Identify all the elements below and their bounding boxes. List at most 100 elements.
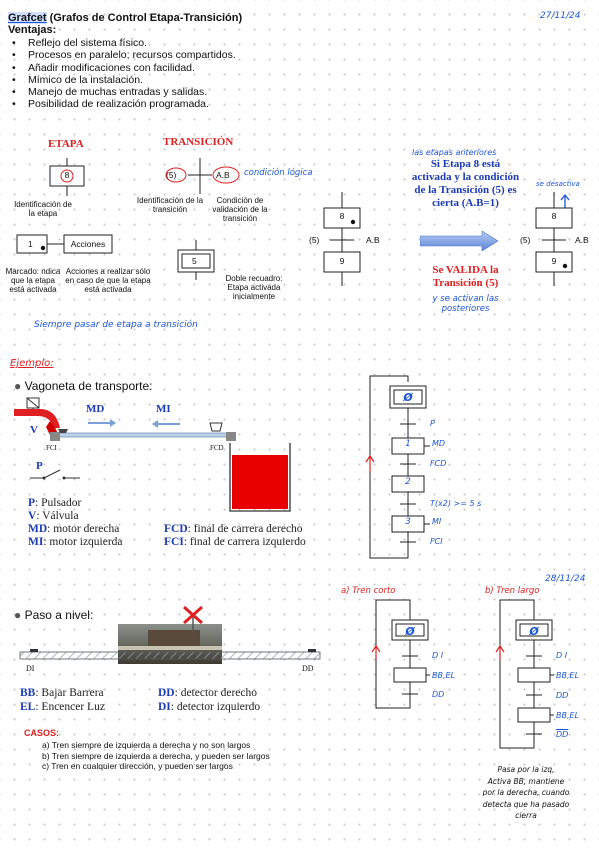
di-label: DI bbox=[26, 664, 35, 673]
handwritten-note: Pasa por la izq, Activa BB, mantiene por… bbox=[466, 764, 586, 822]
transition-number: (5) bbox=[520, 235, 531, 245]
transition-4: FCI bbox=[430, 537, 443, 546]
cond-valid-label: Condición de validación de la transición bbox=[212, 196, 268, 224]
paso-legend-right: DD: detector derecho DI: detector izquie… bbox=[158, 686, 260, 714]
fcd-label: FCD bbox=[210, 444, 224, 452]
rule-line: posteriores bbox=[441, 304, 490, 314]
legend-text: : detector izquierdo bbox=[170, 701, 261, 713]
rule-line: y se activan las bbox=[432, 294, 499, 304]
legend-key: DD bbox=[158, 687, 175, 699]
legend-row: P: Pulsador bbox=[28, 497, 123, 510]
rule-line: Se VALIDA la bbox=[432, 264, 499, 276]
vagoneta-title: ● Vagoneta de transporte: bbox=[14, 379, 152, 393]
paso-legend-left: BB: Bajar Barrera EL: Encencer Luz bbox=[20, 686, 105, 714]
legend-row: FCI: final de carrera izquierdo bbox=[164, 536, 306, 549]
rule-note-top: las etapas anteriores bbox=[412, 148, 497, 157]
step-bottom: 9 bbox=[339, 256, 345, 266]
title-rest: (Grafos de Control Etapa-Transición) bbox=[46, 12, 243, 24]
concept-diagram bbox=[16, 158, 240, 280]
step-3: 3 bbox=[405, 517, 411, 527]
legend-text: : motor izquierda bbox=[43, 536, 123, 548]
legend-row: V: Válvula bbox=[28, 510, 123, 523]
etapa-title: ETAPA bbox=[48, 138, 84, 150]
legend-key: EL bbox=[20, 701, 36, 713]
legend-key: FCD bbox=[164, 523, 188, 535]
list-item: Procesos en paralelo; recursos compartid… bbox=[12, 49, 236, 62]
legend-row: DD: detector derecho bbox=[158, 686, 260, 700]
transition-3: T(x2) >= 5 s bbox=[430, 499, 482, 508]
legend-row: DI: detector izquierdo bbox=[158, 700, 260, 714]
legend-text: : Válvula bbox=[36, 510, 79, 522]
note-line: Pasa por la izq, bbox=[497, 765, 555, 774]
transition-number: (5) bbox=[166, 170, 177, 180]
casos-label: CASOS: bbox=[24, 728, 60, 738]
case-a-label: a) Tren corto bbox=[341, 586, 396, 596]
rule-line: Transición (5) bbox=[432, 277, 499, 289]
barrier-image bbox=[118, 646, 222, 650]
note-line: detecta que ha pasado bbox=[482, 799, 570, 809]
valve-label: V bbox=[30, 424, 38, 436]
transition-condition: A.B bbox=[366, 235, 380, 245]
transition-1: P bbox=[430, 419, 435, 428]
list-item: c) Tren en cualquier dirección, y pueden… bbox=[42, 761, 233, 771]
siempre-note: Siempre pasar de etapa a transición bbox=[34, 320, 198, 330]
init-step: Ø bbox=[403, 391, 413, 404]
vagoneta-diagram bbox=[14, 397, 291, 512]
condicion-note: condición lógica bbox=[244, 168, 313, 178]
date-label-2: 28/11/24 bbox=[545, 574, 586, 584]
acciones-note: Acciones a realizar sólo en caso de que … bbox=[65, 267, 151, 295]
action-bbel: BB,EL bbox=[432, 671, 456, 680]
list-item: Reflejo del sistema físico. bbox=[12, 37, 236, 50]
legend-row: MI: motor izquierda bbox=[28, 536, 123, 549]
vagoneta-title-text: Vagoneta de transporte: bbox=[24, 379, 153, 393]
init-step: Ø bbox=[405, 625, 415, 638]
legend-key: MI bbox=[28, 536, 44, 548]
note-line: Activa BB, mantiene bbox=[487, 776, 565, 786]
step-2: 2 bbox=[405, 477, 411, 487]
md-label: MD bbox=[86, 403, 105, 415]
vagoneta-legend: P: Pulsador V: Válvula MD: motor derecha… bbox=[28, 497, 123, 549]
action-bbel-2: BB,EL bbox=[556, 711, 580, 720]
acciones-box: Acciones bbox=[70, 239, 106, 249]
pulsador-label: P bbox=[36, 460, 43, 472]
crossing-sign-icon bbox=[183, 605, 203, 633]
transition-condition: A.B bbox=[216, 170, 230, 180]
bullet-dot: ● bbox=[14, 379, 22, 393]
casos-list: a) Tren siempre de izquierda a derecha y… bbox=[42, 740, 270, 772]
init-step-number: 1 bbox=[28, 239, 33, 249]
note-line: cierra bbox=[515, 811, 537, 820]
step-bottom: 9 bbox=[551, 256, 557, 266]
list-item: Añadir modificaciones con facilidad. bbox=[12, 62, 236, 75]
example-grafcet-left bbox=[323, 192, 361, 286]
marcado-label: Marcado: ndica que la etapa está activad… bbox=[5, 267, 61, 295]
mi-label: MI bbox=[156, 403, 171, 415]
legend-row: BB: Bajar Barrera bbox=[20, 686, 105, 700]
vagoneta-grafcet bbox=[365, 375, 430, 559]
note-line: por la derecha, cuando bbox=[482, 788, 570, 797]
legend-text: : Pulsador bbox=[35, 497, 82, 509]
date-label: 27/11/24 bbox=[540, 11, 581, 21]
legend-row: EL: Encencer Luz bbox=[20, 700, 105, 714]
se-valida: Se VALIDA la Transición (5) bbox=[398, 264, 533, 290]
legend-text: : Encencer Luz bbox=[35, 701, 105, 713]
step-top: 8 bbox=[339, 211, 345, 221]
ident-trans-label: Identificación de la transición bbox=[136, 196, 204, 215]
legend-key: P bbox=[28, 497, 36, 509]
ventajas-list: Reflejo del sistema físico. Procesos en … bbox=[12, 37, 236, 111]
transition-di: D I bbox=[556, 651, 568, 660]
step-number: 8 bbox=[64, 170, 70, 180]
rule-line: Si Etapa 8 está bbox=[430, 158, 501, 170]
desactiva-note: se desactiva bbox=[536, 180, 580, 188]
rule-note-bottom: y se activan las posteriores bbox=[398, 294, 533, 314]
vagoneta-legend-right: FCD: final de carrera derecho FCI: final… bbox=[164, 523, 306, 549]
step-1: 1 bbox=[405, 439, 411, 449]
legend-text: : final de carrera izquierdo bbox=[183, 536, 306, 548]
list-item: a) Tren siempre de izquierda a derecha y… bbox=[42, 740, 251, 750]
case-b-label: b) Tren largo bbox=[485, 586, 540, 596]
dd-label: DD bbox=[302, 664, 314, 673]
transition-condition: A.B bbox=[575, 235, 589, 245]
ventajas-label: Ventajas: bbox=[8, 24, 57, 36]
case-a-grafcet bbox=[371, 599, 430, 709]
list-item: b) Tren siempre de izquierda a derecha, … bbox=[42, 750, 270, 761]
title-highlight: Grafcet bbox=[8, 12, 47, 24]
